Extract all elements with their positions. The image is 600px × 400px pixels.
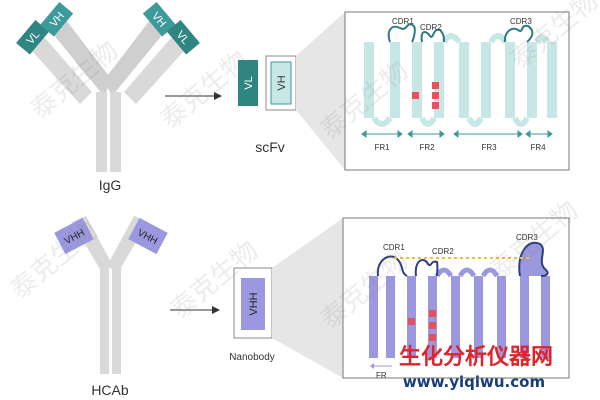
- scfv-vh: [270, 61, 292, 105]
- nanobody-vhh: [241, 278, 265, 330]
- vhh-cdr1-loop: [376, 255, 408, 277]
- vh-beta-strands: [364, 42, 557, 118]
- igg-right-light-chain: [124, 30, 194, 104]
- scfv-vl: [238, 60, 258, 106]
- igg-antibody: VL VH VH VL IgG: [16, 1, 200, 193]
- svg-text:泰克生物: 泰克生物: [5, 216, 104, 306]
- svg-text:VH: VH: [276, 75, 288, 90]
- igg-left-vh-domain: VH: [40, 1, 74, 37]
- vhh-cdr2-loop: [414, 259, 439, 277]
- hcab-label: HCAb: [91, 382, 129, 398]
- igg-right-heavy-chain: [104, 20, 168, 96]
- igg-left-light-chain: [22, 30, 92, 104]
- vhh-fr-label: FR: [376, 371, 387, 380]
- vh-cdr2-loop: [420, 28, 445, 43]
- vh-cdr3-label: CDR3: [510, 17, 532, 26]
- igg-label: IgG: [99, 177, 122, 193]
- site-brand-name: 生化分析仪器网: [399, 344, 553, 370]
- vhh-cdr2-label: CDR2: [432, 247, 454, 256]
- svg-text:VL: VL: [243, 76, 255, 89]
- vh-cdr1-label: CDR1: [392, 17, 414, 26]
- fr1-label: FR1: [374, 143, 390, 152]
- igg-fc-left: [96, 92, 107, 172]
- vh-cdr3-loop: [503, 24, 534, 43]
- vhh-cdr3-label: CDR3: [516, 233, 538, 242]
- vh-fr-arrows: [361, 130, 553, 138]
- vh-lower-loops: [371, 116, 530, 127]
- igg-right-vh-domain: VH: [142, 1, 176, 37]
- igg-to-scfv-arrow: [165, 92, 222, 100]
- vh-hallmark-residues: [412, 82, 439, 109]
- vh-cdr2-label: CDR2: [420, 23, 442, 32]
- scfv-fragment: VL VH scFv: [238, 55, 297, 155]
- vhh-structure-panel: CDR1 CDR2 CDR3 FR: [342, 217, 570, 380]
- vh-structure-panel: CDR1 CDR2 CDR3 FR1 FR2 FR3 FR4: [344, 11, 570, 171]
- hcab-right-vhh-domain: VHH: [128, 217, 168, 255]
- nanobody-label: Nanobody: [229, 352, 275, 363]
- site-watermark: 生化分析仪器网 www.yiqiwu.com: [399, 344, 553, 391]
- vh-cdr1-loop: [387, 23, 416, 43]
- vh-upper-loops: [441, 33, 550, 44]
- vhh-cdr3-loop: [518, 241, 549, 277]
- vhh-hallmark-residues: [408, 310, 436, 341]
- hcab-to-nanobody-arrow: [170, 306, 220, 314]
- igg-fc-right: [110, 92, 121, 172]
- hcab-left-vhh-domain: VHH: [54, 217, 94, 255]
- vhh-upper-loops: [434, 267, 500, 278]
- hcab-fc-left: [100, 266, 109, 374]
- vhh-cdr1-label: CDR1: [383, 243, 405, 252]
- fr3-label: FR3: [481, 143, 497, 152]
- fr4-label: FR4: [530, 143, 546, 152]
- igg-left-heavy-chain: [48, 20, 112, 96]
- igg-right-vl-domain: VL: [166, 19, 200, 55]
- top-zoom-projection: [296, 12, 345, 170]
- svg-text:VHH: VHH: [248, 292, 260, 315]
- bottom-zoom-projection: [272, 218, 343, 378]
- hcab-fc-right: [112, 266, 121, 374]
- site-url: www.yiqiwu.com: [403, 373, 545, 391]
- scfv-label: scFv: [255, 139, 285, 155]
- hcab-antibody: VHH VHH HCAb: [54, 216, 168, 398]
- vhh-fr-arrow: FR: [370, 363, 392, 380]
- nanobody-fragment: VHH Nanobody: [229, 267, 275, 363]
- fr2-label: FR2: [419, 143, 435, 152]
- igg-left-vl-domain: VL: [16, 19, 50, 55]
